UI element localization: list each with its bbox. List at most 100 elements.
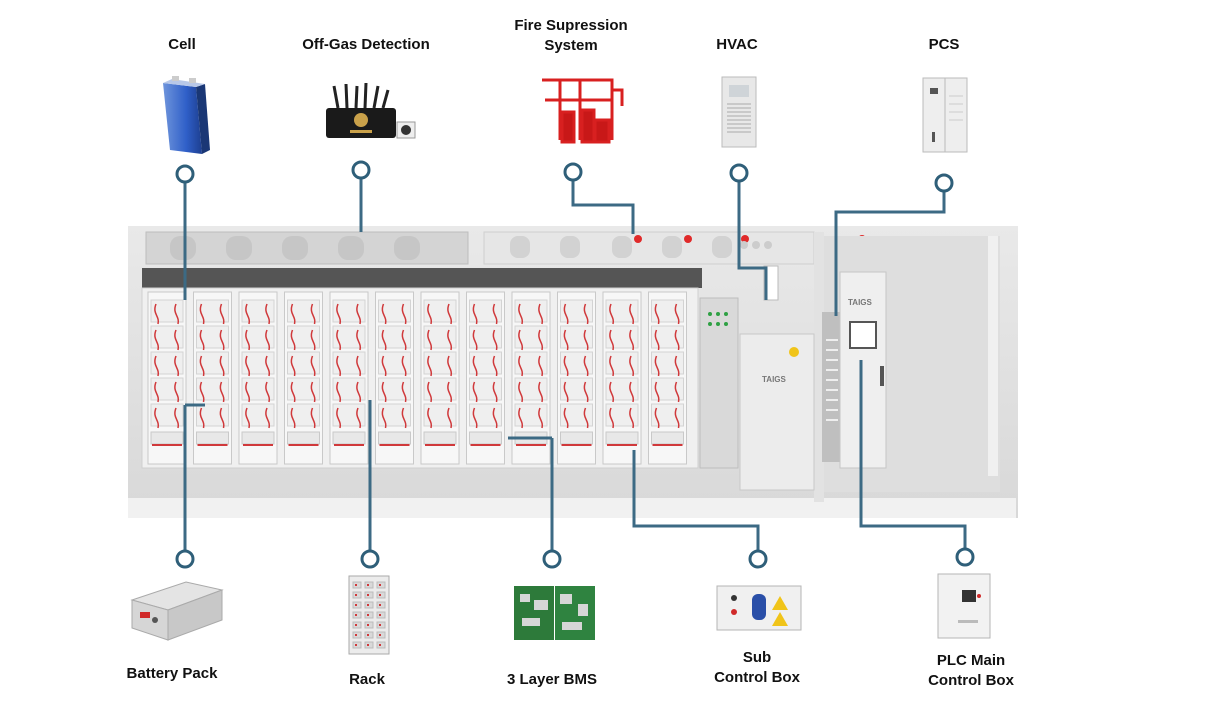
rack-wire bbox=[336, 303, 342, 325]
rack-wire bbox=[447, 303, 453, 325]
rack-wire bbox=[538, 329, 544, 351]
rack-wire bbox=[336, 355, 342, 377]
rack-wire bbox=[154, 329, 160, 351]
sub-control-box-label-line1: Sub bbox=[742, 649, 772, 666]
plc-label-line2: Control Box bbox=[928, 672, 1014, 689]
rack-wire bbox=[447, 329, 453, 351]
rack-bus-bar bbox=[152, 444, 182, 446]
rack-wire bbox=[427, 355, 433, 377]
rack-wire bbox=[583, 407, 589, 429]
rack-wire bbox=[654, 355, 660, 377]
plc-cabinet-icon bbox=[937, 573, 991, 639]
rack-wire bbox=[447, 407, 453, 429]
rack-wire bbox=[154, 355, 160, 377]
rack-wire bbox=[518, 407, 524, 429]
rack-bus-bar bbox=[561, 444, 592, 446]
rack-wire bbox=[381, 355, 387, 377]
rack-wire bbox=[609, 329, 615, 351]
rack-wire bbox=[290, 329, 296, 351]
rack-bus-bar bbox=[334, 444, 364, 446]
rack-wire bbox=[245, 407, 251, 429]
rack-wire bbox=[154, 303, 160, 325]
rack-wire bbox=[290, 355, 296, 377]
rack-icon-terminal bbox=[355, 644, 357, 646]
rack-wire bbox=[472, 381, 478, 403]
rack-wire bbox=[336, 329, 342, 351]
rack-wire bbox=[310, 407, 316, 429]
rack-icon-terminal bbox=[379, 594, 381, 596]
pin-plc bbox=[955, 547, 975, 567]
rack-wire bbox=[674, 355, 680, 377]
rack-wire bbox=[427, 381, 433, 403]
rack-wire bbox=[199, 303, 205, 325]
rack-icon-terminal bbox=[355, 594, 357, 596]
rack-wire bbox=[199, 407, 205, 429]
rack-wire bbox=[674, 303, 680, 325]
rack-wire bbox=[290, 303, 296, 325]
pin-hvac bbox=[729, 163, 749, 183]
rack-wire bbox=[538, 303, 544, 325]
rack-wire bbox=[563, 381, 569, 403]
rack-bmu bbox=[423, 431, 457, 445]
rack-wire bbox=[290, 381, 296, 403]
rack-wire bbox=[265, 407, 271, 429]
rack-wire bbox=[654, 329, 660, 351]
rack-wire bbox=[563, 355, 569, 377]
rack-wire bbox=[492, 329, 498, 351]
rack-label: Rack bbox=[349, 671, 385, 688]
rack-wire bbox=[538, 381, 544, 403]
rack-wire bbox=[447, 355, 453, 377]
rack-icon-terminal bbox=[367, 624, 369, 626]
rack-wire bbox=[447, 381, 453, 403]
control-box-icon bbox=[716, 585, 802, 631]
pcs-brand: TAIGS bbox=[848, 298, 873, 307]
rack-wire bbox=[401, 407, 407, 429]
rack-icon-terminal bbox=[379, 604, 381, 606]
rack-wire bbox=[609, 407, 615, 429]
fire-suppression-label-line1: Fire Supression bbox=[514, 17, 628, 34]
leader-lines bbox=[183, 178, 967, 550]
rack-wire bbox=[265, 329, 271, 351]
rack-icon-terminal bbox=[367, 614, 369, 616]
rack-wire bbox=[609, 381, 615, 403]
pin-bms bbox=[542, 549, 562, 569]
rack-wire bbox=[563, 329, 569, 351]
rack-bmu bbox=[651, 431, 684, 445]
gas-detector-icon bbox=[326, 82, 416, 139]
rack-wire bbox=[174, 355, 180, 377]
rack-wire bbox=[245, 381, 251, 403]
pin-cell bbox=[175, 164, 195, 184]
rack-wire bbox=[654, 303, 660, 325]
rack-icon-terminal bbox=[367, 644, 369, 646]
rack-bmu bbox=[605, 431, 639, 445]
rack-bmu bbox=[560, 431, 593, 445]
rack-bus-bar bbox=[516, 444, 546, 446]
bms-label: 3 Layer BMS bbox=[506, 671, 598, 688]
rack-wire bbox=[265, 355, 271, 377]
fire-suppression-icon bbox=[542, 78, 624, 144]
callout-pins bbox=[175, 160, 975, 569]
rack-wire bbox=[219, 355, 225, 377]
rack-wire bbox=[174, 329, 180, 351]
rack-icon-terminal bbox=[355, 604, 357, 606]
hvac-label: HVAC bbox=[716, 36, 758, 53]
rack-wire bbox=[219, 329, 225, 351]
rack-bmu bbox=[150, 431, 184, 445]
plc-main-control-box-label: PLC Main Control Box bbox=[928, 651, 1014, 691]
rack-wire bbox=[518, 329, 524, 351]
rack-icon-terminal bbox=[355, 584, 357, 586]
rack-wire bbox=[381, 329, 387, 351]
battery-rack-icon bbox=[348, 575, 390, 655]
rack-wire bbox=[381, 407, 387, 429]
pin-sub-control-box bbox=[748, 549, 768, 569]
rack-wire bbox=[583, 303, 589, 325]
rack-wire bbox=[401, 329, 407, 351]
rack-icon-terminal bbox=[379, 624, 381, 626]
circuit-board-icon bbox=[514, 586, 595, 640]
rack-bus-bar bbox=[425, 444, 455, 446]
fire-suppression-label-line2: System bbox=[544, 37, 598, 54]
rack-icon-terminal bbox=[379, 584, 381, 586]
pcs-cabinet: TAIGS bbox=[822, 271, 887, 469]
rack-wire bbox=[356, 329, 362, 351]
